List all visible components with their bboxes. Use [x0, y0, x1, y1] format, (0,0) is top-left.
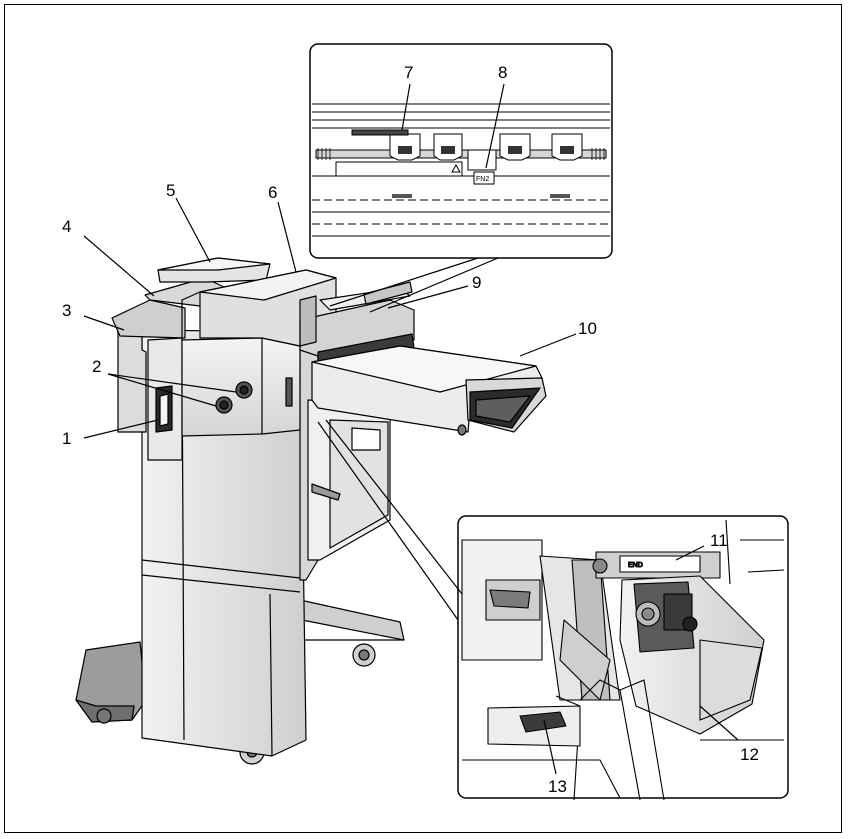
callout-4: 4	[62, 217, 72, 236]
leader-8	[485, 83, 505, 169]
callout-3: 3	[62, 301, 72, 320]
leader-9	[387, 285, 469, 309]
leader-5	[175, 197, 211, 263]
callout-9: 9	[472, 273, 482, 292]
leader-2b	[107, 373, 217, 407]
leader-13	[543, 719, 557, 775]
fn2-label: FN2	[476, 176, 489, 183]
leader-4	[83, 235, 155, 297]
callout-11: 11	[710, 531, 728, 550]
finisher-unit	[75, 257, 547, 765]
leader-2a	[107, 373, 237, 393]
leader-3	[83, 315, 125, 331]
callout-2: 2	[92, 357, 102, 376]
inset-bottom-frame: END	[317, 419, 789, 801]
callout-5: 5	[166, 181, 176, 200]
callout-10: 10	[578, 319, 597, 338]
callout-8: 8	[498, 63, 508, 82]
leader-7	[401, 83, 411, 131]
callout-7: 7	[404, 63, 414, 82]
caster-stand	[75, 599, 405, 765]
callout-13: 13	[548, 777, 567, 796]
callout-12: 12	[740, 745, 759, 764]
figure-frame	[4, 4, 842, 833]
leader-12	[699, 705, 739, 741]
leader-6	[277, 201, 297, 273]
callout-1: 1	[62, 429, 72, 448]
callout-6: 6	[268, 183, 278, 202]
leader-lines	[83, 83, 739, 775]
leader-1	[83, 419, 159, 439]
leader-10	[519, 333, 577, 357]
leader-11	[675, 545, 705, 561]
end-label: END	[628, 562, 643, 569]
inset-top-frame: FN2	[309, 43, 613, 313]
